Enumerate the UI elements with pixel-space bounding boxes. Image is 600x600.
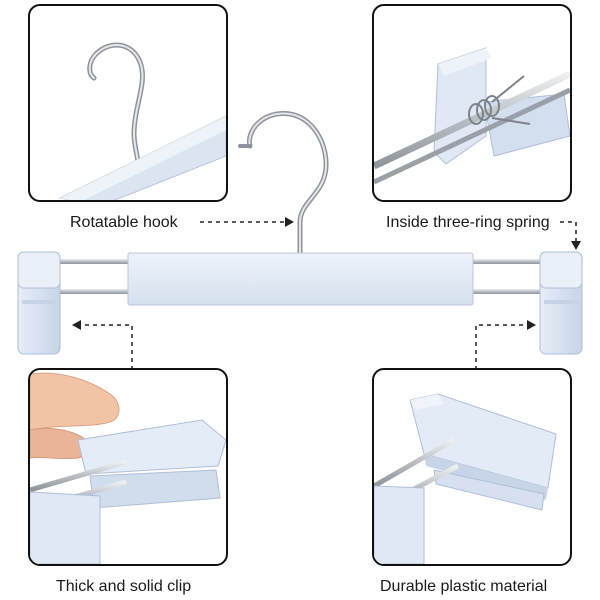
thick-solid-clip-label: Thick and solid clip: [56, 578, 192, 595]
spring-closeup-icon: [374, 47, 570, 185]
plastic-clip-closeup-icon: [374, 393, 557, 564]
clip-pinch-closeup-panel: [28, 368, 228, 566]
arrow-heads: [72, 217, 581, 330]
right-clip: [539, 251, 583, 355]
callout-arrows: [80, 221, 577, 370]
rotatable-hook-label: Rotatable hook: [70, 214, 178, 231]
hook-closeup-panel: [28, 4, 228, 202]
hook-closeup-icon: [58, 42, 226, 200]
left-clip: [17, 251, 61, 355]
clip-pinch-closeup-icon: [30, 372, 226, 564]
hanger-hook: [238, 111, 329, 255]
hanger-bar: [127, 252, 474, 306]
plastic-clip-closeup-panel: [372, 368, 572, 566]
three-ring-spring-label: Inside three-ring spring: [386, 214, 550, 231]
durable-plastic-label: Durable plastic material: [380, 578, 548, 595]
spring-closeup-panel: [372, 4, 572, 202]
